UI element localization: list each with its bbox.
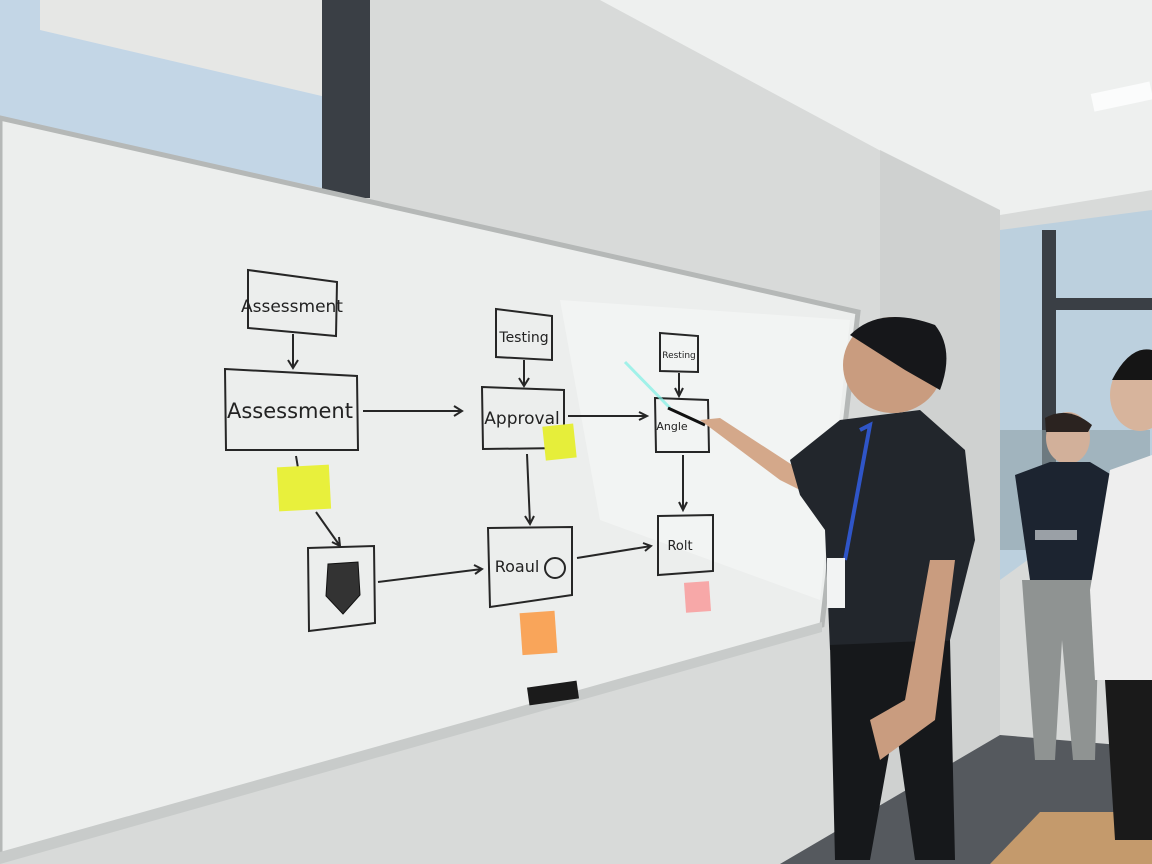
- arrow: [674, 373, 684, 399]
- box-label: Rolt: [667, 539, 692, 554]
- shield-icon: [325, 561, 361, 615]
- sticky-note-yellow: [276, 464, 332, 512]
- box-label: Angle: [656, 420, 688, 433]
- box-label: Assessment: [227, 399, 353, 423]
- arrow: [518, 360, 530, 388]
- arrow: [568, 411, 650, 421]
- ceiling-light: [1090, 81, 1152, 112]
- box-rolt: [657, 513, 714, 577]
- box-label: Testing: [498, 330, 548, 346]
- box-label: Resting: [662, 351, 696, 361]
- box-label: Roaul: [495, 557, 540, 576]
- box-assessment-top: [247, 268, 339, 338]
- ceiling: [600, 0, 1152, 215]
- window-frame: [322, 0, 370, 198]
- box-label: Approval: [484, 409, 559, 429]
- box-resting: [659, 331, 699, 374]
- sticky-note-orange: [519, 610, 558, 656]
- arrow: [576, 542, 653, 559]
- laser-pointer-beam: [623, 360, 672, 410]
- window-blind: [40, 0, 360, 105]
- arrow: [678, 455, 688, 513]
- arrow: [524, 453, 535, 527]
- marker-tray: [0, 622, 822, 864]
- box-assessment: [223, 367, 360, 451]
- figure-icon: [544, 557, 566, 579]
- arrow: [363, 405, 464, 417]
- pointer-stick: [667, 406, 706, 427]
- attendee-tablet: [1015, 412, 1120, 760]
- box-shield: [306, 544, 377, 633]
- box-label: Assessment: [241, 297, 343, 317]
- arrow: [287, 334, 299, 370]
- arrow: [377, 564, 484, 583]
- sticky-note-pink: [683, 581, 712, 613]
- eraser: [526, 680, 580, 706]
- window-mullion-h: [1056, 298, 1152, 310]
- whiteboard-glare: [560, 300, 850, 600]
- box-roaul: [486, 525, 573, 609]
- sticky-note-yellow: [542, 423, 577, 461]
- box-testing: [495, 307, 553, 362]
- arrow: [295, 455, 342, 548]
- box-angle: [653, 396, 711, 453]
- presenter: [700, 317, 975, 860]
- table: [990, 812, 1152, 864]
- attendee-right: [1090, 349, 1152, 840]
